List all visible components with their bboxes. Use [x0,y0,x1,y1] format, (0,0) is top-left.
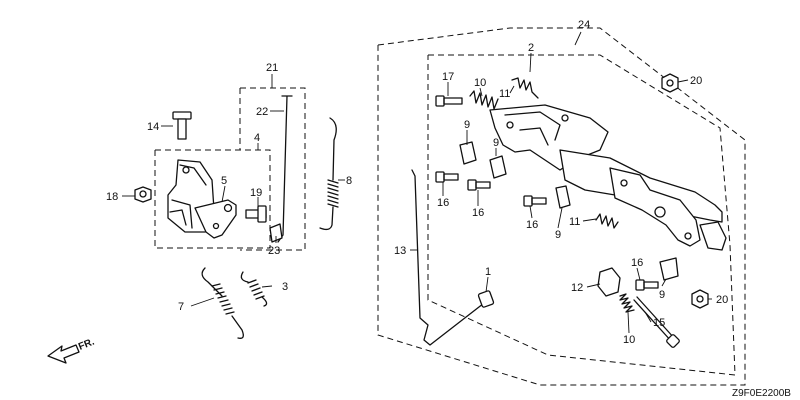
callout-20-top: 20 [690,75,702,87]
part-19-bolt [245,205,267,223]
part-9-clip-d [659,257,679,281]
callout-2: 2 [528,42,534,54]
callout-12: 12 [571,282,583,294]
part-11-spring-top [511,77,539,99]
callout-21: 21 [266,62,278,74]
part-8-spring [319,117,339,231]
callout-11-top: 11 [499,88,510,100]
callout-7: 7 [178,301,184,313]
drawing-code: Z9F0E2200B [732,388,791,399]
leader-lines [122,31,712,334]
callout-5: 5 [221,175,227,187]
part-14-bolt [172,111,192,140]
part-16-bolt-d [635,279,659,291]
callout-9-d: 9 [659,289,665,301]
callout-24: 24 [578,19,590,31]
part-20-nuts [661,73,709,309]
callout-16-a: 16 [437,197,449,209]
part-20-nut-top [661,73,679,93]
part-10-spring-bottom [619,293,635,313]
part-11-spring-mid [595,213,619,229]
group-21-outline [240,87,306,251]
part-20-nut-bottom [691,289,709,309]
callout-16-b: 16 [472,207,484,219]
callout-10-top: 10 [474,77,486,89]
part-18-nut [134,186,152,203]
group-outlines [154,27,746,386]
callout-1: 1 [485,266,491,278]
callout-16-c: 16 [526,219,538,231]
callout-22: 22 [256,106,268,118]
group-4-outline [154,149,271,249]
callout-3: 3 [282,281,288,293]
callout-4: 4 [254,132,260,144]
callout-17: 17 [442,71,454,83]
callout-23: 23 [268,245,280,257]
part-13-rod [411,169,489,346]
arrow-icon [47,344,80,364]
part-23-clip [269,223,283,243]
part-1-connector [477,290,495,308]
part-16-bolts [435,171,659,291]
part-22-rod [277,95,293,243]
callout-20-bottom: 20 [716,294,728,306]
group-2-outline [427,54,736,376]
part-9-clip-c [555,185,571,209]
callout-13: 13 [394,245,406,257]
part-3-spring [240,271,268,307]
part-10-spring-top [469,90,499,110]
part-15-bolt [633,296,680,348]
part-16-bolt-c [523,195,547,207]
part-9-clips [459,141,679,281]
callout-19: 19 [250,187,262,199]
part-7-spring [201,267,244,339]
callout-18: 18 [106,191,118,203]
callout-labels: 21 22 14 4 8 5 18 19 23 3 7 24 2 20 17 1… [106,19,728,346]
callout-8: 8 [346,175,352,187]
callout-9-b: 9 [493,137,499,149]
part-12-bracket [597,267,621,297]
part-17-bolt [435,95,463,107]
part-2-main-bracket [489,104,727,251]
callout-9-a: 9 [464,119,470,131]
callout-9-c: 9 [555,229,561,241]
part-16-bolt-b [467,179,491,191]
callout-10-bottom: 10 [623,334,635,346]
part-16-bolt-a [435,171,459,183]
callout-15: 15 [653,317,665,329]
part-9-clip-a [459,141,477,165]
callout-11-mid: 11 [569,216,580,228]
part-9-clip-b [489,155,507,179]
callout-14: 14 [147,121,159,133]
callout-16-d: 16 [631,257,643,269]
direction-label: FR. [77,336,96,352]
part-5-plate [194,199,237,239]
front-direction-arrow: FR. [47,336,96,364]
